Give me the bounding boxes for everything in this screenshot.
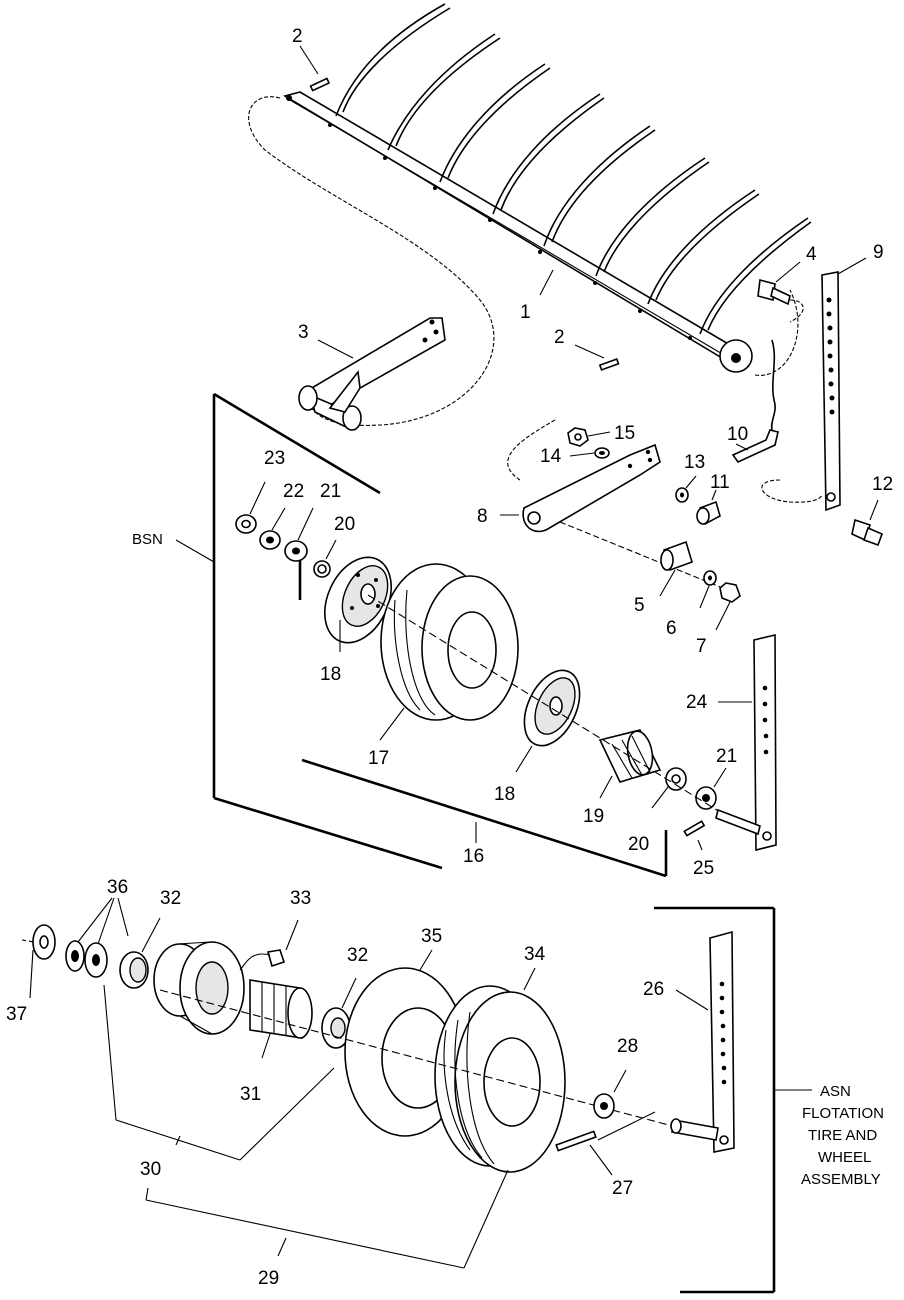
bearing-cone-inner	[321, 977, 357, 1049]
spring-loop	[248, 96, 495, 426]
bearing-cone-outer	[119, 917, 161, 989]
callout-21: 21	[320, 481, 341, 502]
bsn-frame	[175, 392, 668, 878]
hex-bolt	[757, 261, 804, 323]
callout-9: 9	[873, 242, 884, 263]
washer-37	[21, 924, 56, 999]
axis-line-bsn	[367, 594, 721, 813]
callout-23: 23	[264, 448, 285, 469]
svg-text:WHEEL: WHEEL	[818, 1149, 871, 1166]
callout-13: 13	[684, 452, 705, 473]
callout-20: 20	[334, 514, 355, 535]
callout-32: 32	[347, 945, 368, 966]
svg-text:TIRE AND: TIRE AND	[808, 1127, 877, 1144]
nut-7	[715, 582, 741, 631]
callout-11: 11	[710, 472, 730, 493]
axis-line-upper	[559, 521, 741, 596]
rake-bar	[282, 91, 753, 373]
callout-31: 31	[240, 1084, 261, 1105]
callout-8: 8	[477, 506, 488, 527]
callout-24: 24	[686, 692, 708, 713]
grease-fitting	[239, 919, 299, 971]
asn-frame	[654, 906, 812, 1294]
wheel-hub-asn	[153, 941, 245, 1035]
roller-bearing-asn	[249, 979, 313, 1059]
callout-29: 29	[258, 1268, 279, 1289]
carriage-bolt	[761, 479, 884, 547]
callout-30: 30	[140, 1159, 161, 1180]
mount-plate	[500, 443, 661, 533]
asn-note: ASN FLOTATION TIRE AND WHEEL ASSEMBLY	[801, 1083, 884, 1188]
callout-2: 2	[292, 26, 303, 47]
callout-4: 4	[806, 244, 817, 265]
callout-32: 32	[160, 888, 181, 909]
callout-17: 17	[368, 748, 389, 769]
callout-15: 15	[614, 423, 635, 444]
callout-7: 7	[696, 636, 707, 657]
adjustment-bar-upper	[821, 257, 867, 512]
cotter-pin-top	[299, 45, 331, 92]
callout-16: 16	[463, 846, 484, 867]
callout-18: 18	[494, 784, 515, 805]
washer-28	[593, 1069, 627, 1119]
roller-bearing-bsn	[598, 729, 662, 799]
callout-34: 34	[524, 944, 546, 965]
callout-12: 12	[872, 474, 893, 495]
callout-19: 19	[583, 806, 604, 827]
washer-set-bsn	[235, 481, 337, 578]
bsn-note: BSN	[132, 531, 163, 548]
bolt-path	[507, 419, 556, 481]
washers-36	[65, 897, 129, 978]
callout-22: 22	[283, 481, 304, 502]
spacer-5	[659, 540, 693, 597]
cotter-pin-27	[555, 1111, 656, 1176]
tire-bsn	[379, 563, 519, 741]
callout-26: 26	[643, 979, 664, 1000]
callout-33: 33	[290, 888, 311, 909]
callout-14: 14	[540, 446, 562, 467]
callout-21: 21	[716, 746, 737, 767]
callout-28: 28	[617, 1036, 638, 1057]
callout-3: 3	[298, 322, 309, 343]
callout-10: 10	[727, 424, 748, 445]
callout-5: 5	[634, 595, 645, 616]
callout-6: 6	[666, 618, 677, 639]
callout-numbers: 2 2 1 3 4 9 15 14 10 13 11 8 12 5 6 7 23…	[6, 26, 893, 1289]
cotter-pin-25	[683, 820, 706, 851]
callout-25: 25	[693, 858, 714, 879]
callout-27: 27	[612, 1178, 633, 1199]
group-brackets	[103, 984, 509, 1269]
bushing-11	[696, 489, 721, 526]
callout-35: 35	[421, 926, 442, 947]
svg-text:FLOTATION: FLOTATION	[802, 1105, 884, 1122]
rake-tines	[335, 3, 812, 335]
chain-hook	[731, 339, 779, 464]
callout-20: 20	[628, 834, 649, 855]
callout-18: 18	[320, 664, 341, 685]
spindle-bar-bsn	[715, 633, 777, 852]
svg-text:ASSEMBLY: ASSEMBLY	[801, 1171, 881, 1188]
spindle-bar-asn	[670, 930, 735, 1153]
flat-washer	[569, 447, 610, 459]
callout-1: 1	[520, 302, 531, 323]
cotter-pin-middle	[574, 344, 620, 371]
hub-half-back	[515, 669, 581, 773]
lock-nut	[567, 427, 611, 447]
svg-text:ASN: ASN	[820, 1083, 851, 1100]
chain-line	[754, 289, 799, 376]
callout-36: 36	[107, 877, 128, 898]
callout-2: 2	[554, 327, 565, 348]
tire-asn	[434, 967, 566, 1173]
hub-half-front	[324, 556, 392, 652]
callout-37: 37	[6, 1004, 27, 1025]
arm-bracket	[298, 317, 446, 431]
